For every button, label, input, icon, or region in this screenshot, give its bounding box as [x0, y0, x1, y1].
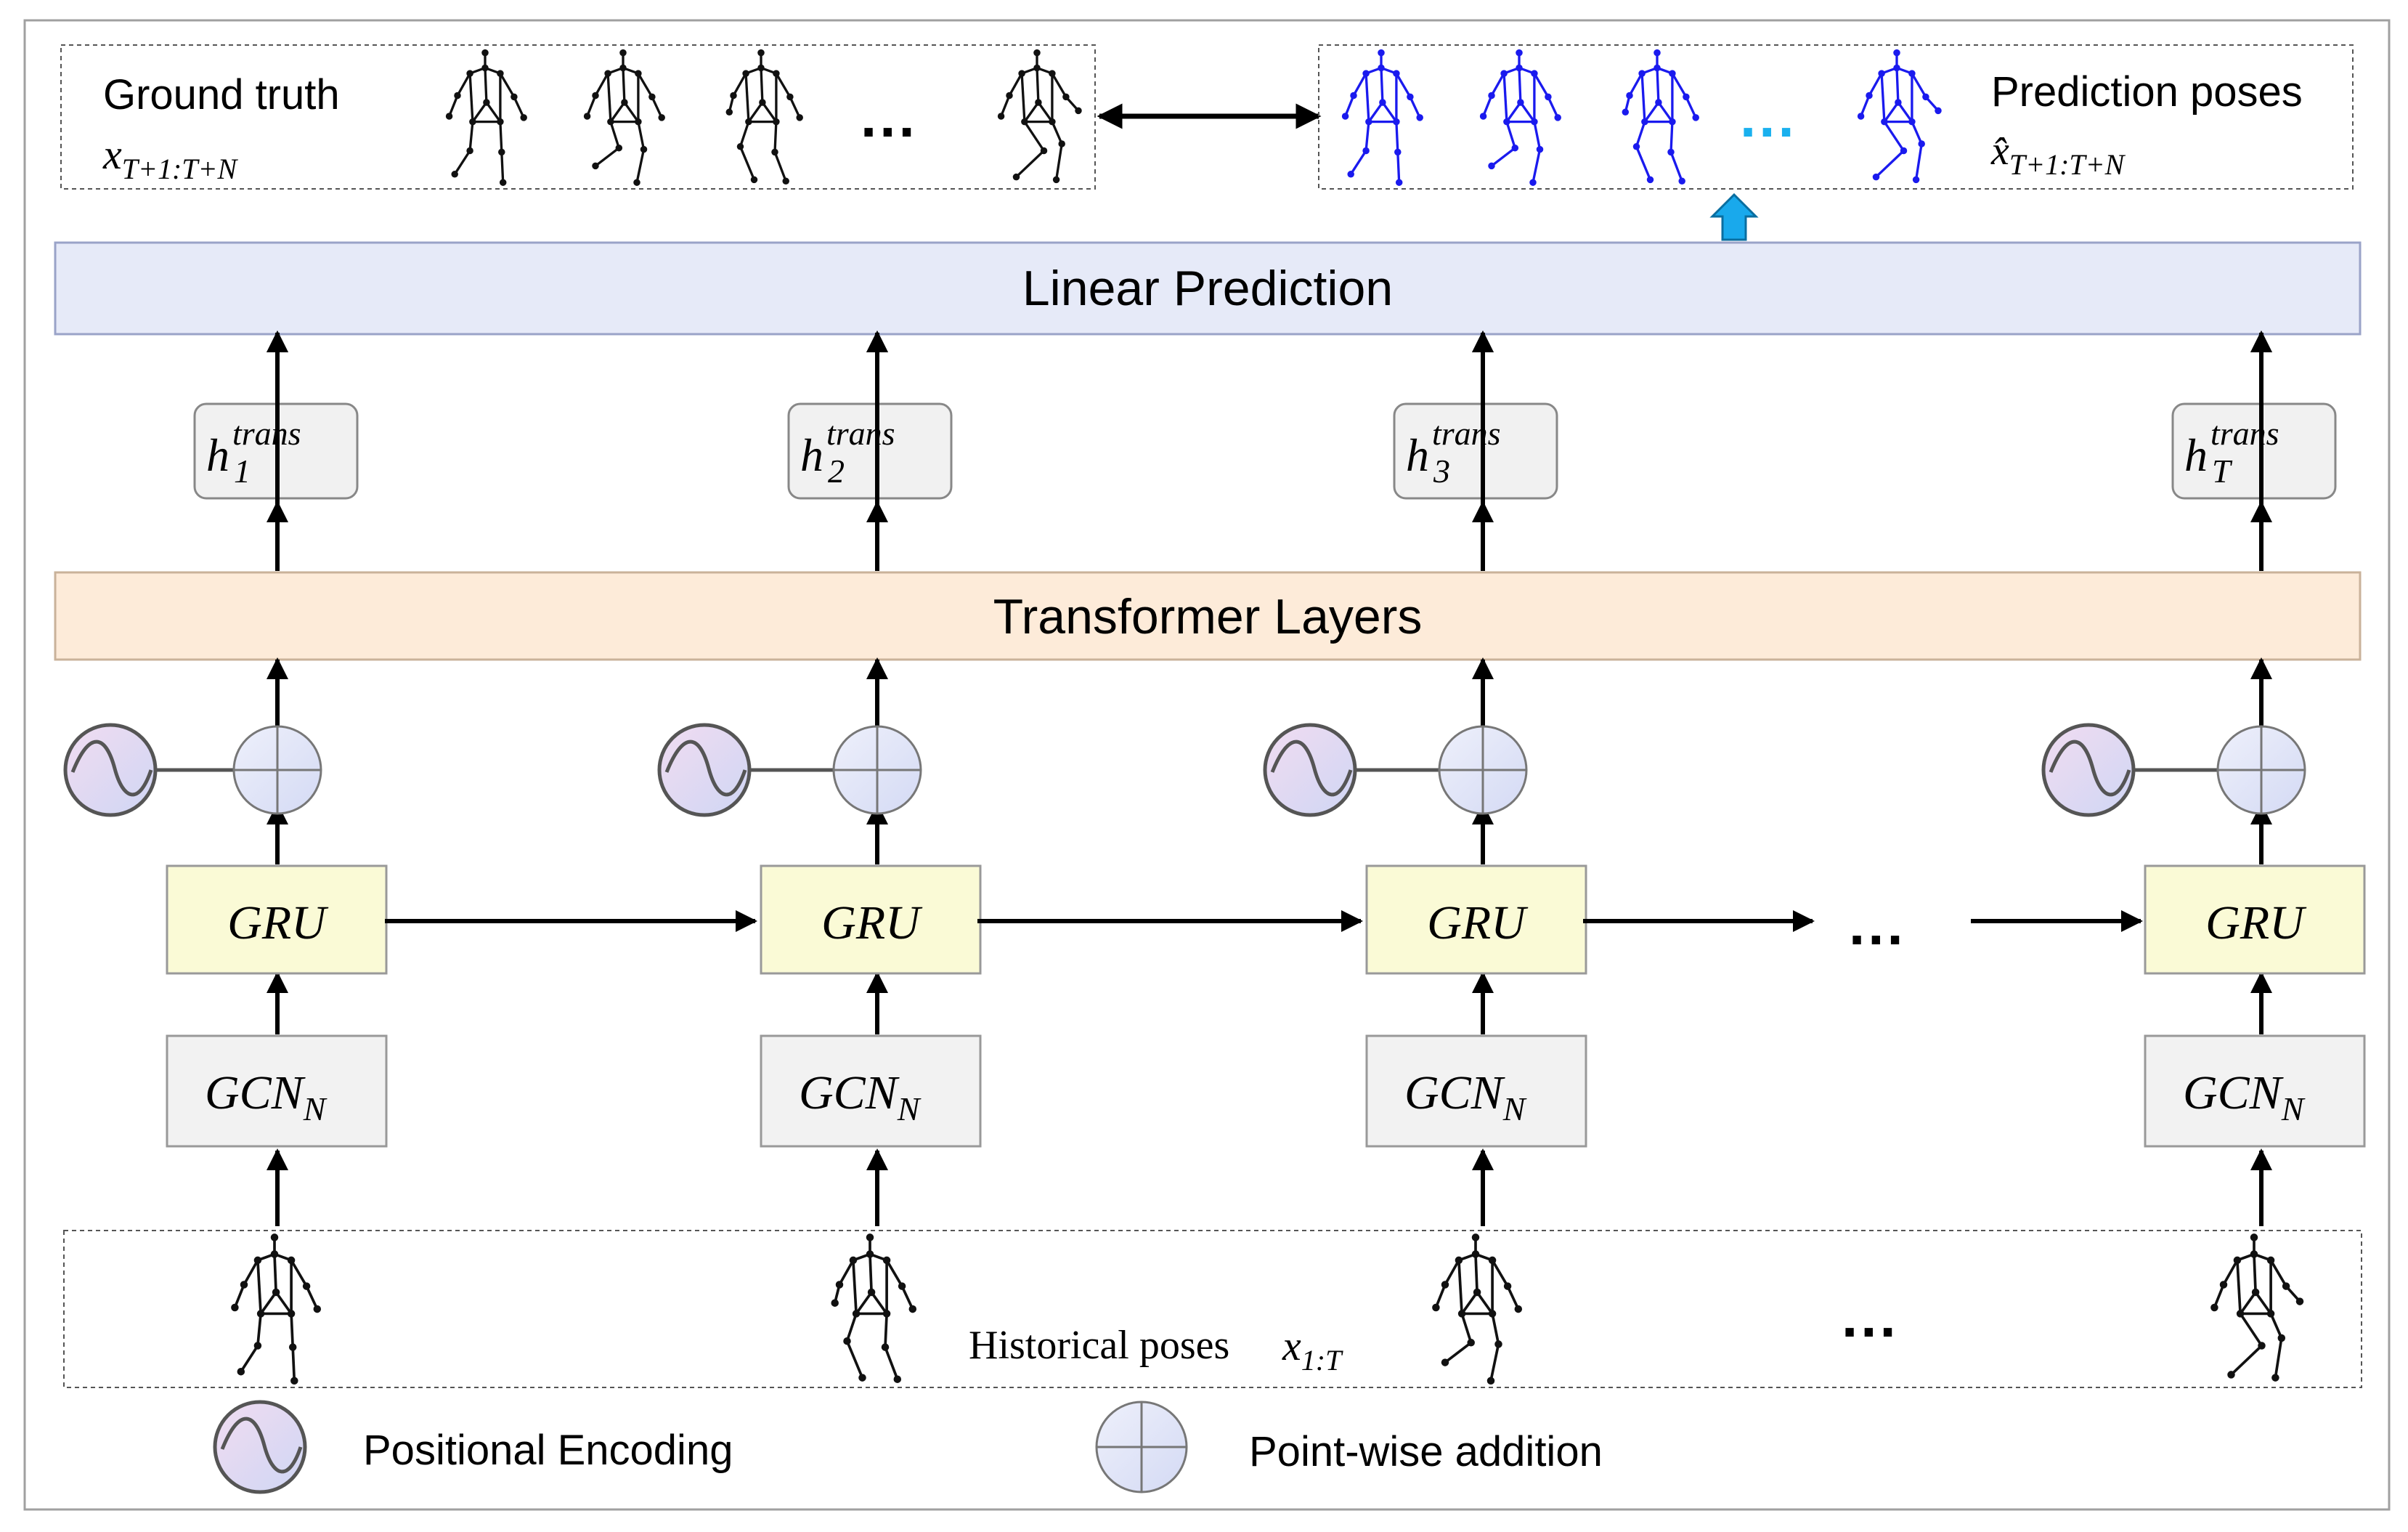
sine-wave-circle-icon	[1263, 723, 1357, 817]
gcn-label: GCNN	[799, 1066, 922, 1127]
plus-circle-icon	[232, 725, 322, 815]
plus-circle-icon	[1095, 1401, 1188, 1494]
legend-point-wise-addition-label: Point-wise addition	[1249, 1428, 1603, 1475]
gru-label: GRU	[227, 896, 329, 949]
gru-label: GRU	[2205, 896, 2307, 949]
gru-box	[2144, 864, 2366, 975]
ground-truth-poses	[445, 49, 1082, 186]
ground-truth-variable: xT+1:T+N	[102, 131, 239, 185]
ground-truth-label: Ground truth	[103, 71, 340, 118]
gru-label: GRU	[1427, 896, 1529, 949]
gcn-box	[2144, 1034, 2366, 1148]
plus-circle-icon	[2216, 725, 2306, 815]
skeleton-pose	[1432, 1233, 1523, 1385]
gcn-box	[166, 1034, 388, 1148]
skeleton-pose	[997, 49, 1082, 184]
skeleton-pose	[1857, 49, 1942, 184]
outer-frame	[23, 19, 2391, 1511]
historical-poses	[231, 1233, 2304, 1385]
sine-wave-circle-icon	[657, 723, 752, 817]
linear-prediction-label: Linear Prediction	[1022, 261, 1393, 316]
gru-box	[760, 864, 982, 975]
legend-positional-encoding-label: Positional Encoding	[363, 1427, 733, 1474]
sine-wave-circle-icon	[2041, 723, 2136, 817]
prediction-variable: x̂T+1:T+N	[1990, 129, 2126, 181]
prediction-poses-box	[1318, 44, 2354, 190]
gcn-box	[760, 1034, 982, 1148]
historical-poses-box	[63, 1230, 2362, 1388]
prediction-poses-label: Prediction poses	[1991, 68, 2303, 115]
skeleton-pose	[725, 49, 803, 185]
historical-poses-label: Historical poses	[969, 1323, 1229, 1368]
skeleton-pose	[1341, 49, 1423, 186]
transformer-layers-label: Transformer Layers	[993, 589, 1423, 644]
prediction-ellipsis: ...	[1740, 84, 1797, 149]
skeleton-pose	[2210, 1233, 2304, 1382]
plus-circle-icon	[832, 725, 922, 815]
ground-truth-ellipsis: ...	[861, 84, 918, 149]
hidden-state-box	[787, 402, 953, 500]
gru-ellipsis: ...	[1849, 892, 1906, 957]
skeleton-pose	[1479, 49, 1561, 186]
gru-label: GRU	[821, 896, 923, 949]
gcn-label: GCNN	[205, 1066, 328, 1127]
transformer-layers	[54, 571, 2362, 661]
plus-circle-icon	[1438, 725, 1528, 815]
skeleton-pose	[445, 49, 527, 186]
hidden-state-box	[1393, 402, 1558, 500]
hidden-state-box	[2171, 402, 2337, 500]
gcn-box	[1365, 1034, 1587, 1148]
output-up-arrow	[1709, 192, 1759, 241]
historical-poses-variable: x1:T	[1282, 1322, 1343, 1377]
sine-wave-circle-icon	[213, 1400, 307, 1494]
legend-point-wise-addition: Point-wise addition	[1095, 1401, 1603, 1494]
prediction-poses	[1341, 49, 1942, 186]
linear-prediction-layer	[54, 241, 2362, 336]
gru-box	[1365, 864, 1587, 975]
skeleton-pose	[231, 1233, 322, 1385]
gcn-label: GCNN	[1404, 1066, 1527, 1127]
skeleton-pose	[1622, 49, 1699, 185]
legend-positional-encoding: Positional Encoding	[213, 1400, 733, 1494]
gcn-label: GCNN	[2183, 1066, 2306, 1127]
skeleton-pose	[583, 49, 665, 186]
skeleton-pose	[831, 1233, 917, 1383]
historical-ellipsis: ...	[1842, 1284, 1899, 1349]
ground-truth-box	[60, 44, 1096, 190]
sine-wave-circle-icon	[63, 723, 158, 817]
